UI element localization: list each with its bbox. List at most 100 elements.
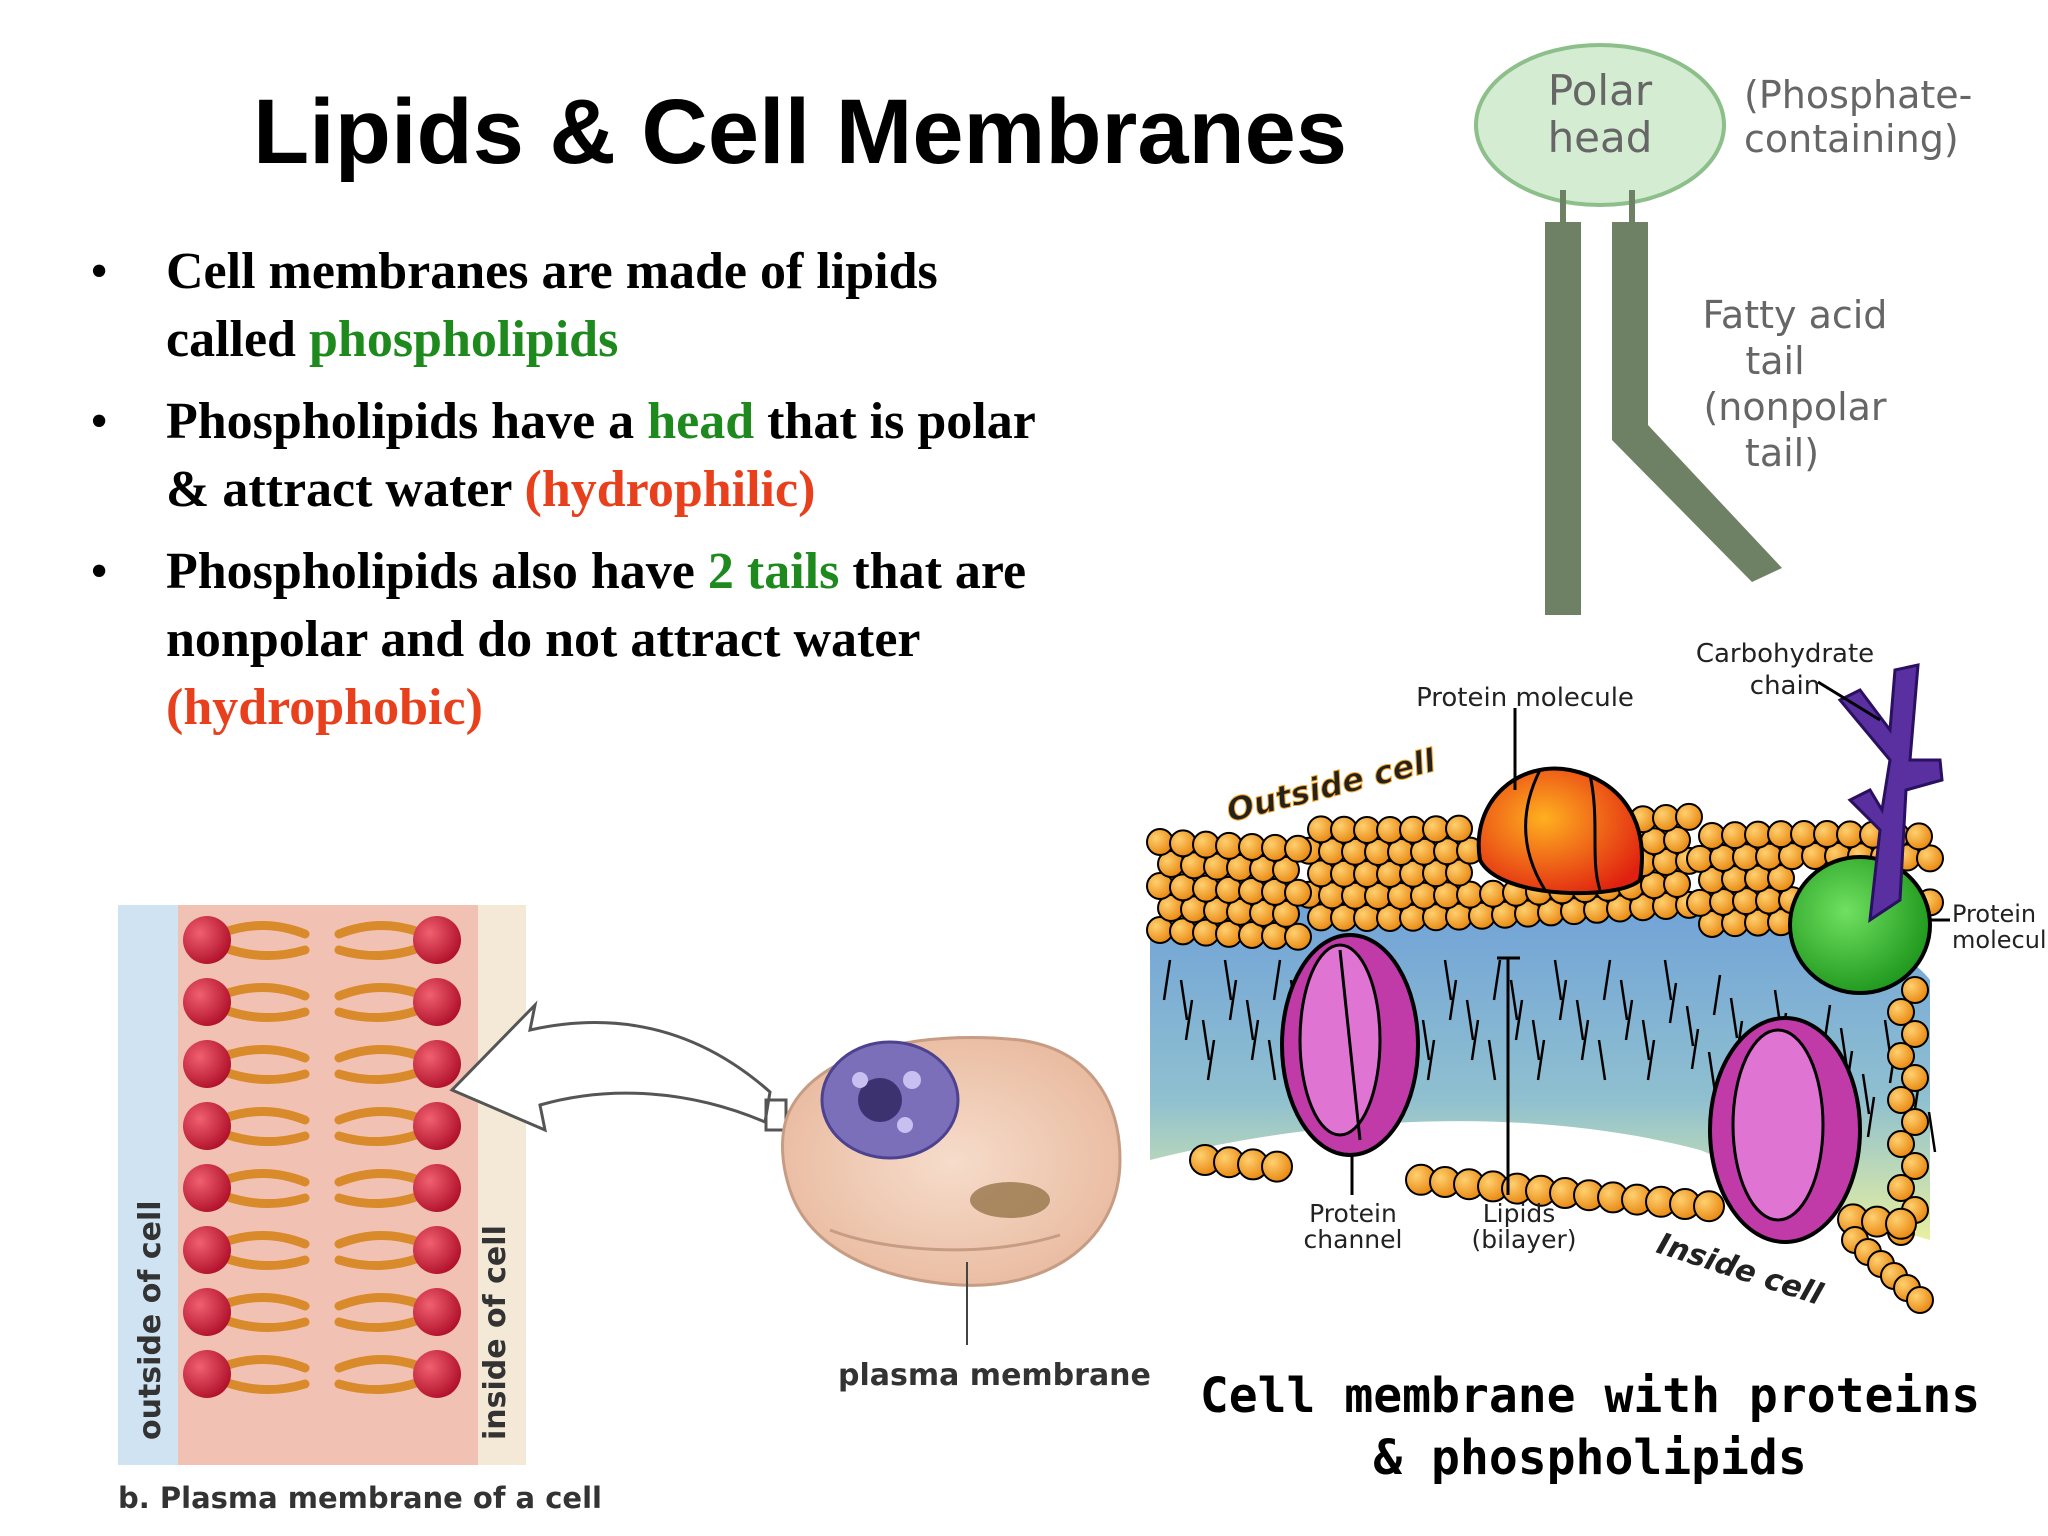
cell-membrane-diagram: Carbohydrate chain Protein molecule Outs… bbox=[1146, 639, 2048, 1314]
phospholipid bbox=[334, 1102, 461, 1150]
lipid-tail-tick bbox=[1558, 979, 1568, 1021]
phospholipid bbox=[183, 1164, 310, 1212]
lipid-head bbox=[1901, 976, 1929, 1004]
lipid-head bbox=[1887, 1042, 1915, 1070]
phosphate-note-1: (Phosphate- bbox=[1744, 73, 1972, 117]
lipid-tail-tick bbox=[1646, 1039, 1656, 1081]
bullet-text: phospholipids bbox=[308, 311, 619, 368]
lipid-tail-tick bbox=[1272, 959, 1282, 1001]
lipid-head bbox=[1272, 899, 1300, 928]
lipid-tail-tick bbox=[1267, 1039, 1277, 1081]
lipid-tail-tick bbox=[1426, 1039, 1436, 1081]
bullet-text: Cell membranes are made of lipids called bbox=[166, 243, 938, 368]
lipid-head bbox=[1887, 1130, 1915, 1158]
outside-cell-label: Outside cell bbox=[1223, 741, 1441, 830]
zoom-arrow bbox=[449, 1000, 772, 1133]
lipid-tail-tick bbox=[1514, 999, 1524, 1041]
lipid-tail-tick bbox=[1487, 1039, 1497, 1081]
lipid-head bbox=[1916, 844, 1944, 873]
protein-molecule-top bbox=[1476, 766, 1644, 896]
lipid-tail-tick bbox=[1575, 999, 1585, 1041]
polar-head-shape bbox=[1474, 43, 1726, 207]
tail-label-4: tail) bbox=[1745, 431, 1819, 475]
bullet-list: • Cell membranes are made of lipids calle… bbox=[84, 238, 1064, 756]
phospholipid bbox=[183, 916, 310, 964]
lipid-tail-tick bbox=[1465, 999, 1475, 1041]
carbohydrate-label-1: Carbohydrate bbox=[1696, 639, 1874, 669]
outside-of-cell-label: outside of cell bbox=[133, 1200, 168, 1440]
protein-channel-right bbox=[1708, 1016, 1862, 1244]
lipid-tail-tick bbox=[1729, 997, 1739, 1039]
lipid-tail-tick bbox=[1470, 1019, 1480, 1061]
lipid-tail-tick bbox=[1602, 959, 1612, 1001]
bullet-item: • Cell membranes are made of lipids calle… bbox=[84, 238, 1064, 374]
lipid-tail-tick bbox=[1443, 959, 1453, 1001]
lipid-tail-tick bbox=[1685, 1005, 1695, 1047]
lipid-head bbox=[1885, 1207, 1917, 1240]
lipid-head bbox=[1445, 858, 1473, 887]
lipids-label-2: (bilayer) bbox=[1471, 1225, 1576, 1254]
lipid-tail-tick bbox=[1531, 1019, 1541, 1061]
bullet-item: •Phospholipids also have 2 tails that ar… bbox=[84, 538, 1064, 742]
lipid-tail-tick bbox=[1201, 1019, 1211, 1061]
lipid-tail-tick bbox=[1509, 979, 1519, 1021]
cell-illustration: plasma membrane bbox=[781, 1036, 1151, 1393]
bullet-text: Phospholipids have a bbox=[166, 393, 648, 450]
tail-label-1: Fatty acid bbox=[1703, 293, 1888, 337]
phospholipid bbox=[183, 1226, 310, 1274]
lipid-tail-tick bbox=[1861, 1073, 1871, 1115]
lipid-head bbox=[1887, 998, 1915, 1026]
lipid-tail-tick bbox=[1250, 1019, 1260, 1061]
phospholipid bbox=[183, 1288, 310, 1336]
slide-title: Lipids & Cell Membranes bbox=[252, 81, 1348, 183]
outer-lipid-heads bbox=[1146, 802, 1944, 1246]
lipid-head bbox=[1272, 855, 1300, 884]
lipid-head bbox=[1901, 1020, 1929, 1048]
lipid-head bbox=[1675, 802, 1703, 831]
bullet-text: Phospholipids also have bbox=[166, 543, 708, 600]
phospholipid bbox=[334, 916, 461, 964]
protein-top-label: Protein molecule bbox=[1416, 683, 1634, 713]
inside-of-cell-label: inside of cell bbox=[478, 1225, 513, 1440]
lipid-tail-tick bbox=[1619, 979, 1629, 1021]
membrane-caption: Cell membrane with proteins & phospholip… bbox=[1199, 1368, 1981, 1486]
lipid-tail-tick bbox=[1597, 1039, 1607, 1081]
phospholipid bbox=[183, 1102, 310, 1150]
lipid-tail-tick bbox=[1245, 999, 1255, 1041]
lipid-head bbox=[1901, 1064, 1929, 1092]
phospholipid bbox=[183, 978, 310, 1026]
bullet-text: 2 tails bbox=[707, 543, 840, 600]
lipid-tail-tick bbox=[1927, 1111, 1937, 1153]
bullet-text: that are nonpolar and do not attract wat… bbox=[166, 543, 1027, 668]
protein-channel-label-2: channel bbox=[1304, 1225, 1403, 1254]
lipid-head bbox=[1767, 864, 1795, 893]
tail-label-3: (nonpolar bbox=[1703, 385, 1886, 429]
lipid-head bbox=[1906, 1286, 1934, 1314]
lipid-tail-tick bbox=[1492, 959, 1502, 1001]
lipid-tail-tick bbox=[1553, 959, 1563, 1001]
lipid-tail-tick bbox=[1184, 999, 1194, 1041]
bullet-text: head bbox=[647, 393, 755, 450]
lipid-tail-tick bbox=[1580, 1019, 1590, 1061]
lipid-tail-tick bbox=[1668, 982, 1678, 1024]
bullet-text: (hydrophilic) bbox=[524, 461, 816, 518]
lipid-tail-tick bbox=[1536, 1039, 1546, 1081]
lipid-tail-tick bbox=[1690, 1028, 1700, 1070]
lipid-head bbox=[1261, 1150, 1293, 1183]
plasma-membrane-illustration: outside of cell inside of cell b. Plasma… bbox=[104, 905, 602, 1526]
lipid-tail-tick bbox=[1223, 959, 1233, 1001]
lipid-head bbox=[1284, 878, 1312, 907]
lipid-tail-tick bbox=[1448, 979, 1458, 1021]
lipid-head bbox=[1887, 1086, 1915, 1114]
plasma-caption: b. Plasma membrane of a cell bbox=[118, 1481, 602, 1515]
phospholipid bbox=[334, 1040, 461, 1088]
protein-channel-label-1: Protein bbox=[1309, 1199, 1397, 1228]
fatty-acid-tail-left bbox=[1545, 222, 1581, 615]
lipid-head bbox=[1445, 814, 1473, 843]
lipid-head bbox=[1663, 825, 1691, 854]
phospholipid bbox=[334, 1226, 461, 1274]
bullet-dot: • bbox=[90, 243, 109, 300]
plasma-membrane-label: plasma membrane bbox=[838, 1358, 1151, 1393]
lipid-head bbox=[1901, 1108, 1929, 1136]
polar-head-label-1: Polar bbox=[1548, 66, 1653, 115]
